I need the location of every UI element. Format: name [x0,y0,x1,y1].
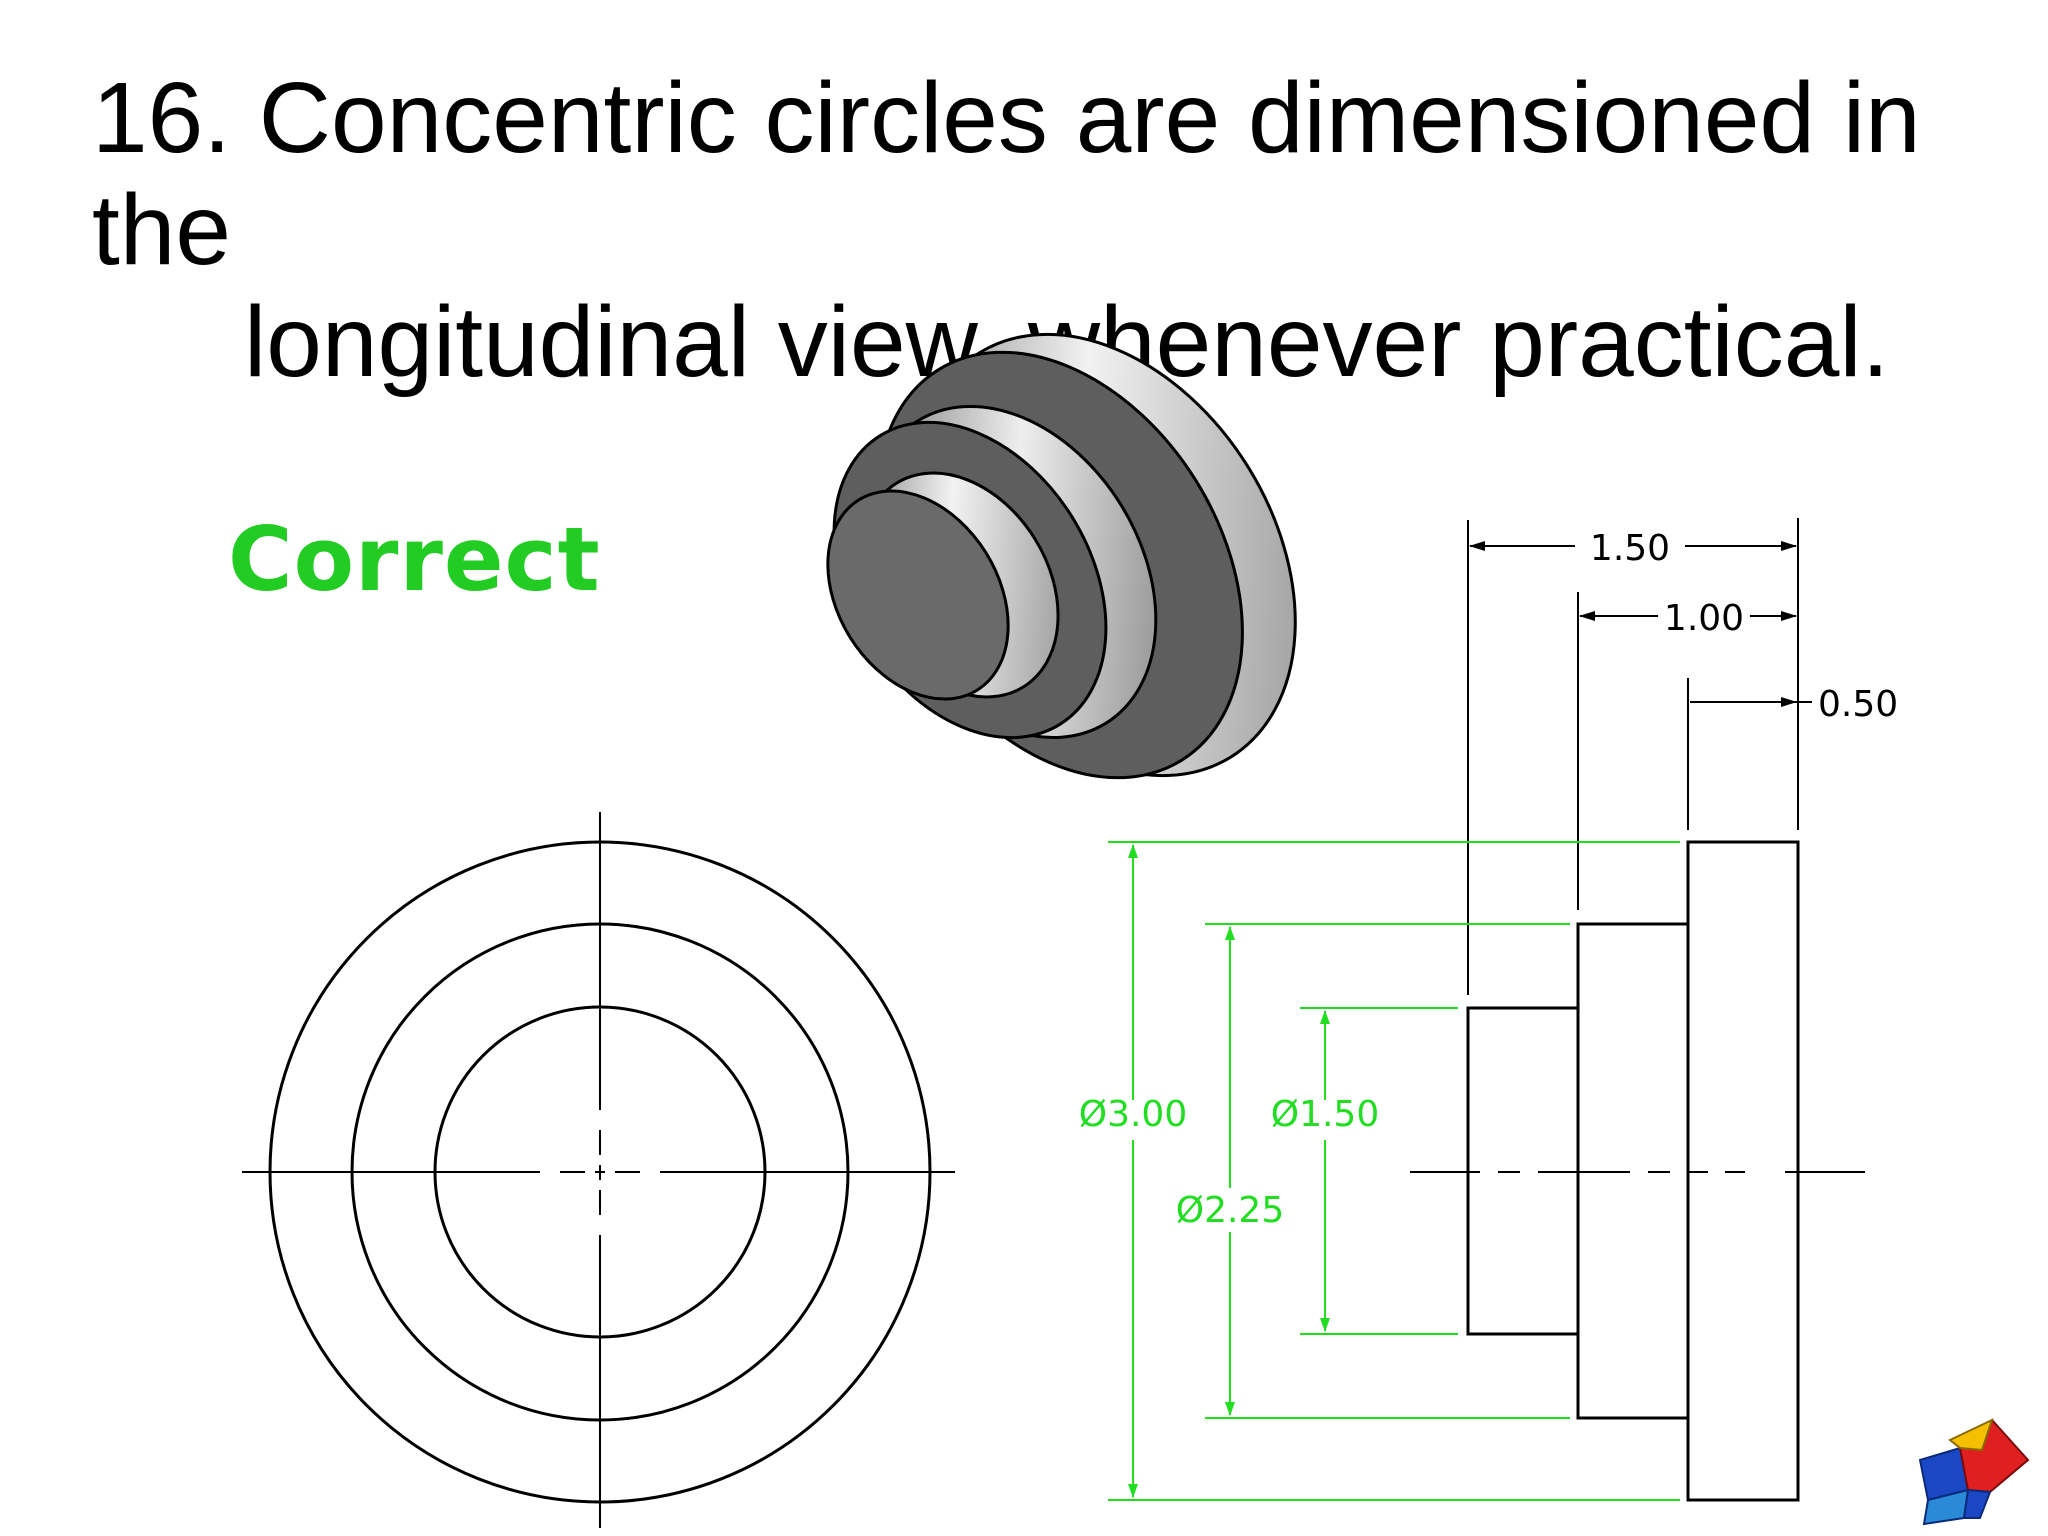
iso-boss-front [826,489,1010,701]
length-extension-lines [1467,518,1799,995]
isometric-part-view [826,332,1297,780]
length-dimension-3-label: 0.50 [1818,684,1898,725]
correct-label: Correct [228,508,601,611]
length-dimension-1-label: 1.50 [1590,528,1670,569]
length-dimension-2-label: 1.00 [1664,598,1744,639]
diameter-dimension-2-label: Ø2.25 [1176,1190,1285,1231]
circular-view-centerlines [242,812,955,1528]
diameter-extension-lines [1108,841,1680,1501]
slide-title: 16. Concentric circles are dimensioned i… [92,62,1992,398]
diameter-dimension-1-label: Ø3.00 [1079,1094,1188,1135]
logo-icon [1918,1418,2030,1526]
diameter-dimension-3-label: Ø1.50 [1271,1094,1380,1135]
title-line-1: 16. Concentric circles are dimensioned i… [92,62,1921,286]
